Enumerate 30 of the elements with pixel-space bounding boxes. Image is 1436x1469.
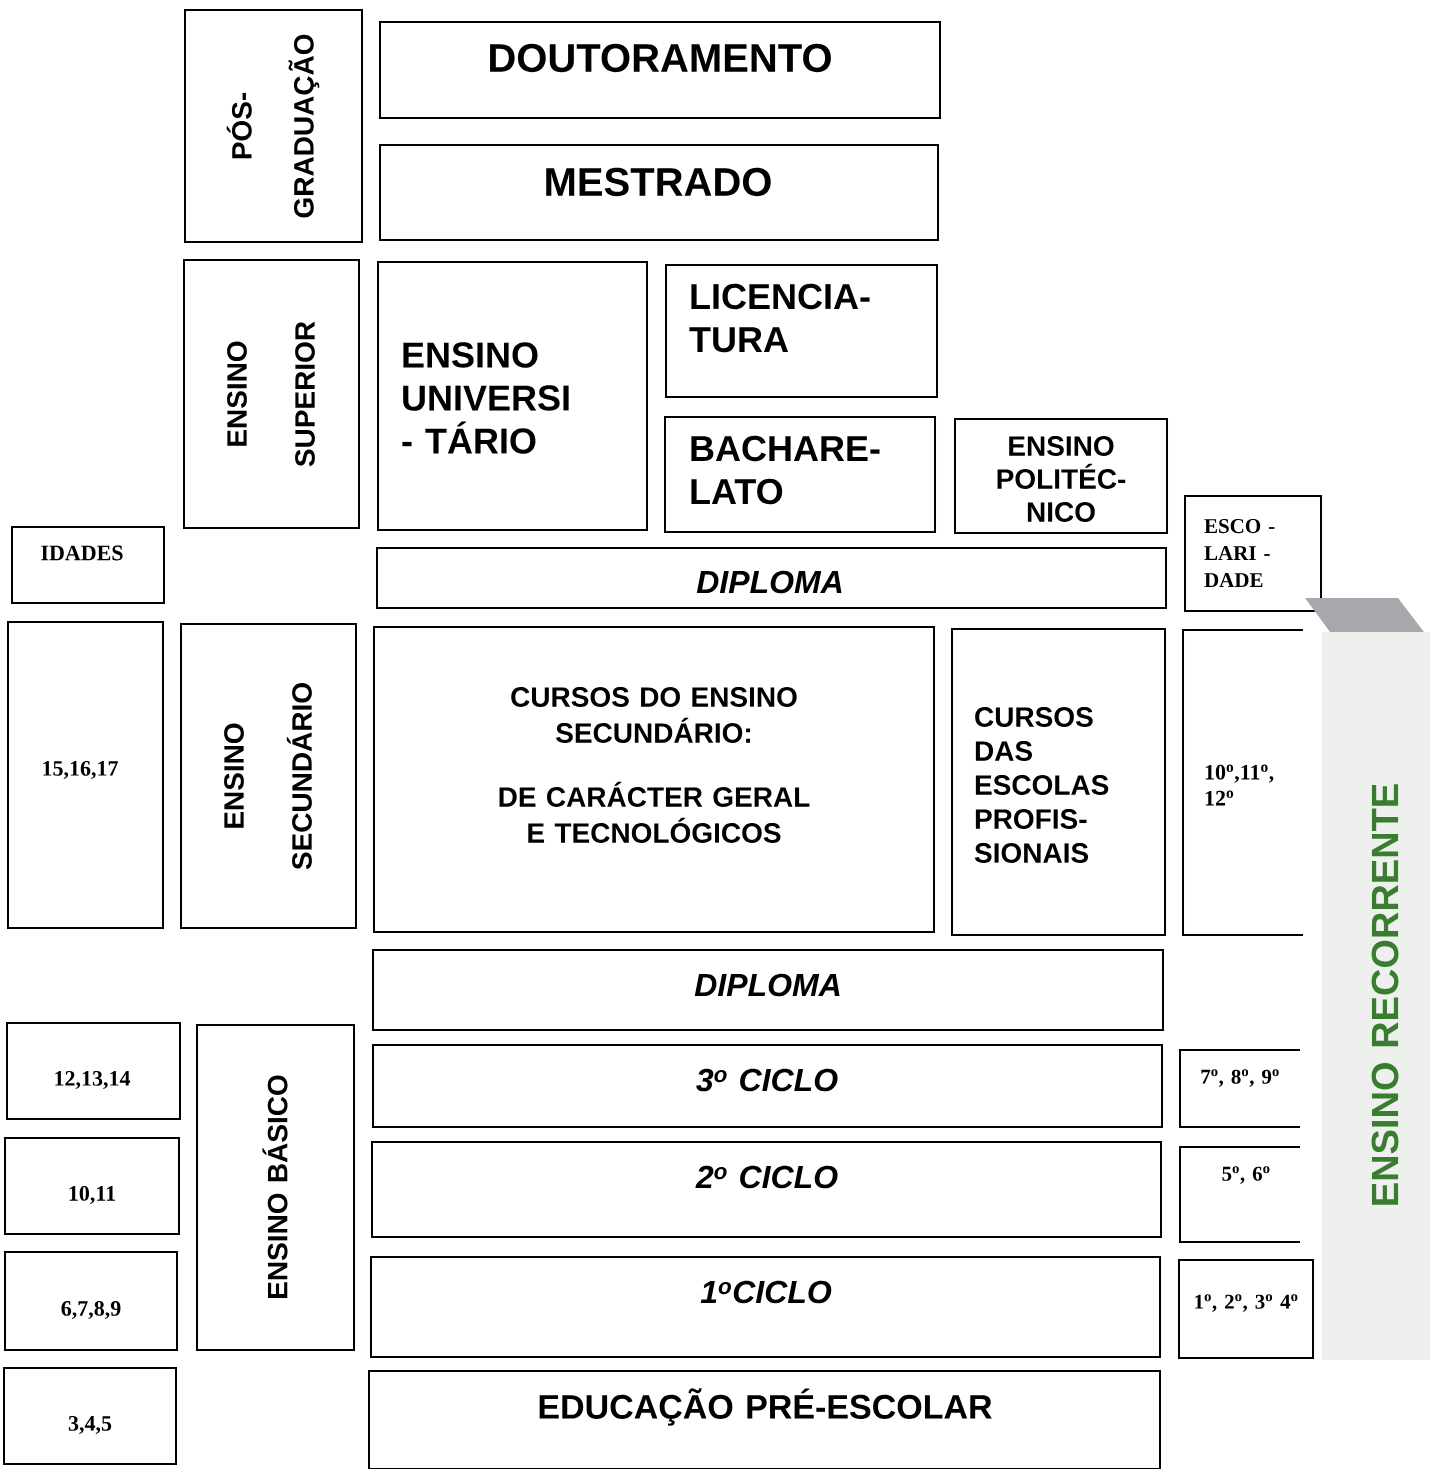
grade-box: ESCO - LARI - DADE: [1184, 495, 1322, 612]
level-box: ENSINO UNIVERSI - TÁRIO: [377, 261, 648, 531]
level-box: LICENCIA- TURA: [665, 264, 938, 398]
age-box: 6,7,8,9: [4, 1251, 178, 1351]
level-box: CURSOS DAS ESCOLAS PROFIS- SIONAIS: [951, 628, 1166, 936]
level-box: ENSINO POLITÉC- NICO: [954, 418, 1168, 534]
level-box: CURSOS DO ENSINO SECUNDÁRIO: DE CARÁCTER GERAL E TECNOLÓGICOS: [373, 626, 935, 933]
level-box: DIPLOMA: [376, 547, 1167, 609]
level-box: ENSINO SECUNDÁRIO: [180, 623, 357, 929]
age-box: 12,13,14: [6, 1022, 181, 1120]
age-box: 10,11: [4, 1137, 180, 1235]
level-box: EDUCAÇÃO PRÉ-ESCOLAR: [368, 1370, 1161, 1469]
level-box: 3$^{o}$ CICLO: [372, 1044, 1163, 1128]
age-box: 3,4,5: [3, 1367, 177, 1465]
level-box: BACHARE- LATO: [664, 416, 936, 533]
level-box: ENSINO BÁSICO: [196, 1024, 355, 1351]
grade-box: 5$^{o}$, 6$^{o}$: [1179, 1146, 1301, 1243]
level-box: DOUTORAMENTO: [379, 21, 941, 119]
level-box: DIPLOMA: [372, 949, 1164, 1031]
vertical-band: ENSINO RECORRENTE: [1305, 598, 1430, 1360]
level-box: ENSINO SUPERIOR: [183, 259, 360, 529]
level-box: 1$^{o}$CICLO: [370, 1256, 1161, 1358]
level-box: MESTRADO: [379, 144, 939, 241]
grade-box: 1$^{o}$, 2$^{o}$, 3$^{o}$ 4$^{o}$: [1178, 1259, 1314, 1359]
grade-box: 7$^{o}$, 8$^{o}$, 9$^{o}$: [1179, 1049, 1301, 1128]
age-box: 15,16,17: [7, 621, 164, 929]
age-box: IDADES: [11, 526, 165, 604]
grade-box: 10$^{o}$,11$^{o}$, 12$^{o}$: [1182, 629, 1304, 936]
level-box: PÓS- GRADUAÇÃO: [184, 9, 363, 243]
level-box: 2$^{o}$ CICLO: [371, 1141, 1162, 1238]
